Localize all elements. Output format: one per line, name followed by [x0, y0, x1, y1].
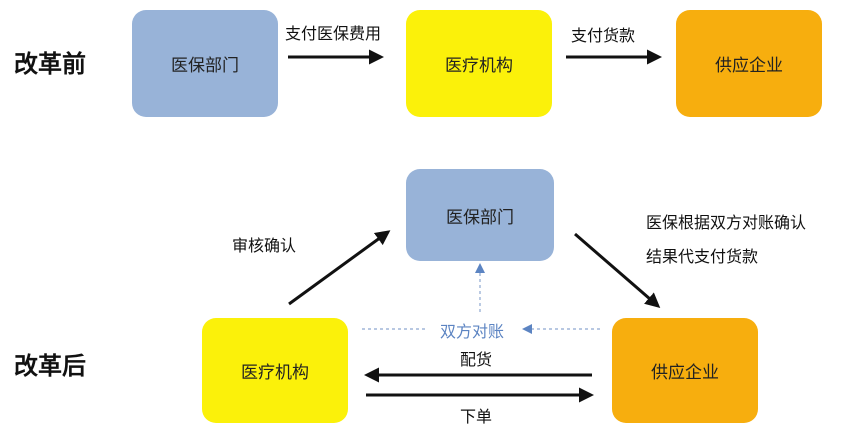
edge-label-settle-line1: 医保根据双方对账确认: [646, 213, 807, 232]
edge-label-reconcile: 双方对账: [440, 322, 505, 341]
arrow-medical-to-insurance: [288, 230, 391, 306]
edge-label-pay-fees: 支付医保费用: [285, 24, 382, 43]
title-after: 改革后: [14, 352, 86, 380]
edge-label-order: 下单: [460, 407, 493, 426]
after-medical-box: 医疗机构: [202, 318, 348, 423]
after-insurance-box: 医保部门: [406, 169, 554, 261]
edge-label-review: 审核确认: [232, 236, 297, 255]
before-medical-box: 医疗机构: [406, 10, 552, 117]
before-insurance-box: 医保部门: [132, 10, 278, 117]
title-before: 改革前: [14, 50, 86, 78]
edge-label-pay-goods: 支付货款: [571, 26, 636, 45]
arrow-insurance-to-supplier: [574, 232, 661, 308]
before-supplier-label: 供应企业: [715, 56, 783, 76]
after-supplier-box: 供应企业: [612, 318, 758, 423]
before-supplier-box: 供应企业: [676, 10, 822, 117]
after-supplier-label: 供应企业: [651, 363, 719, 383]
before-insurance-label: 医保部门: [171, 56, 239, 76]
after-medical-label: 医疗机构: [241, 363, 309, 383]
edge-label-settle-line2: 结果代支付货款: [646, 247, 759, 266]
edge-label-deliver: 配货: [460, 350, 493, 369]
after-insurance-label: 医保部门: [446, 207, 514, 228]
before-medical-label: 医疗机构: [445, 56, 513, 76]
